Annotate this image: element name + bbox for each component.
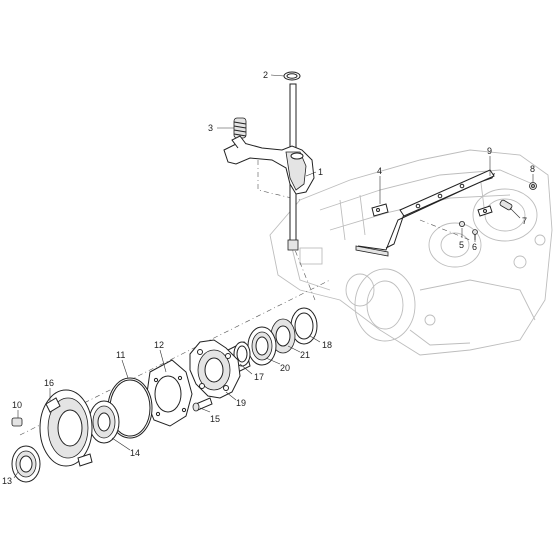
callout-9: 9	[487, 146, 492, 156]
part-19-pump-housing	[189, 339, 241, 399]
part-10-pin	[11, 417, 23, 427]
part-13-seal	[11, 445, 41, 483]
part-5-bolt	[458, 220, 465, 227]
part-20-bearing-race	[247, 326, 277, 366]
callout-2: 2	[263, 70, 268, 80]
leader-lines	[13, 74, 534, 479]
callout-1: 1	[318, 167, 323, 177]
part-16-cover	[39, 389, 93, 467]
callout-17: 17	[254, 372, 264, 382]
bracket-clip	[477, 205, 493, 217]
part-4-plate	[371, 203, 389, 217]
callout-18: 18	[322, 340, 332, 350]
callout-3: 3	[208, 123, 213, 133]
part-7-spring-pin	[499, 199, 513, 211]
part-3-spring	[233, 117, 247, 139]
part-1-shift-fork	[223, 135, 315, 195]
part-15-bolt	[192, 397, 213, 412]
callout-4: 4	[377, 166, 382, 176]
callout-5: 5	[459, 240, 464, 250]
part-9-bracket	[355, 169, 496, 257]
part-2-o-ring	[283, 71, 301, 81]
callout-8: 8	[530, 164, 535, 174]
callout-12: 12	[154, 340, 164, 350]
callout-14: 14	[130, 448, 140, 458]
callout-21: 21	[300, 350, 310, 360]
callout-6: 6	[472, 242, 477, 252]
callout-7: 7	[522, 216, 527, 226]
callout-13: 13	[2, 476, 12, 486]
callout-10: 10	[12, 400, 22, 410]
part-14-bearing	[88, 400, 120, 444]
part-12-gasket	[145, 359, 193, 427]
callout-15: 15	[210, 414, 220, 424]
callout-19: 19	[236, 398, 246, 408]
callout-16: 16	[44, 378, 54, 388]
part-8-bolt-head	[529, 182, 537, 190]
callout-11: 11	[116, 350, 125, 360]
callout-20: 20	[280, 363, 290, 373]
